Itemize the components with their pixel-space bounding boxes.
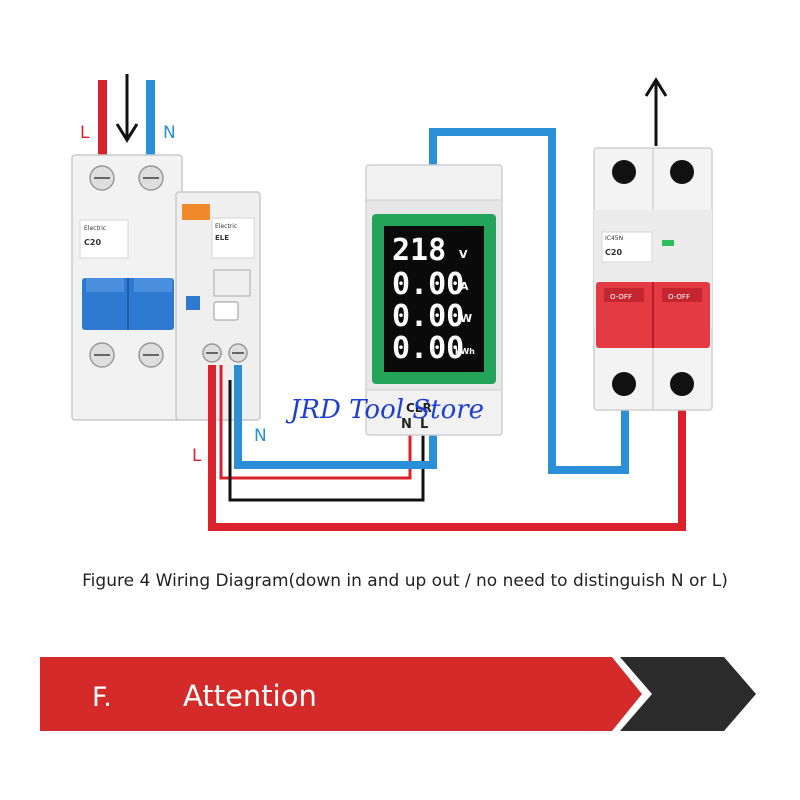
down-arrow-icon xyxy=(115,74,139,143)
output-breaker-model: IC45N xyxy=(605,235,623,242)
input-wires: L N xyxy=(80,74,176,175)
label-neutral-bottom: N xyxy=(254,426,267,446)
rcd-module-model: ELE xyxy=(215,234,229,242)
rcd-module-plate xyxy=(211,217,255,259)
rcd-module-brand: Electric xyxy=(215,223,237,230)
banner-dark-chevron xyxy=(620,657,756,731)
label-neutral-top: N xyxy=(163,123,176,143)
label-line-bottom: L xyxy=(192,446,202,466)
energy-meter: 218 V 0.00 A 0.00 W 0.00 kWh N L CLR xyxy=(365,164,503,436)
lcd-energy-unit: kWh xyxy=(455,347,475,356)
banner-title: Attention xyxy=(183,679,317,713)
lcd-current: 0.00 xyxy=(392,267,464,302)
output-breaker-rating: C20 xyxy=(605,248,622,257)
output-top-terminal-left xyxy=(612,160,636,184)
neutral-wire xyxy=(234,128,629,474)
meter-label-clr: CLR xyxy=(406,401,432,415)
output-off-left: O-OFF xyxy=(610,293,632,301)
input-neutral-wire xyxy=(146,80,155,175)
meter-lcd-screen xyxy=(384,226,484,372)
up-arrow-icon xyxy=(644,77,668,146)
output-top-terminal-right xyxy=(670,160,694,184)
rcd-brand: Electric xyxy=(84,225,106,232)
label-line-top: L xyxy=(80,123,90,143)
rcd-schematic-box xyxy=(213,269,251,297)
output-bottom-terminal-left xyxy=(612,372,636,396)
live-loop-wire xyxy=(208,365,686,531)
figure-caption: Figure 4 Wiring Diagram(down in and up o… xyxy=(82,571,728,591)
lcd-power-unit: W xyxy=(460,312,472,325)
rcd-indicator xyxy=(186,296,200,310)
lcd-current-unit: A xyxy=(460,280,469,293)
output-breaker-indicator xyxy=(662,240,674,246)
input-live-wire xyxy=(98,80,107,175)
attention-banner: F. Attention xyxy=(40,657,756,731)
lcd-power: 0.00 xyxy=(392,299,464,334)
banner-letter: F. xyxy=(92,682,112,713)
rcd-label-plate xyxy=(79,219,129,259)
store-watermark: JRD Tool Store xyxy=(285,395,484,425)
output-breaker: IC45N C20 O-OFF O-OFF xyxy=(593,77,713,411)
rcd-test-button xyxy=(182,204,210,220)
wiring: L N xyxy=(192,128,686,531)
output-bottom-terminal-right xyxy=(670,372,694,396)
output-breaker-plate xyxy=(601,231,653,263)
lcd-voltage-unit: V xyxy=(459,248,468,261)
banner-red-arrow xyxy=(40,657,642,731)
rcd-reset-icon xyxy=(213,301,239,321)
meter-label-n: N xyxy=(401,417,412,432)
live-meter-wire xyxy=(219,365,412,480)
lcd-voltage: 218 xyxy=(392,233,446,268)
rcd-model: C20 xyxy=(84,238,101,247)
lcd-energy: 0.00 xyxy=(392,331,464,366)
output-off-right: O-OFF xyxy=(668,293,690,301)
meter-label-l: L xyxy=(420,417,428,432)
rcd-breaker: Electric C20 Electric ELE xyxy=(71,154,261,421)
